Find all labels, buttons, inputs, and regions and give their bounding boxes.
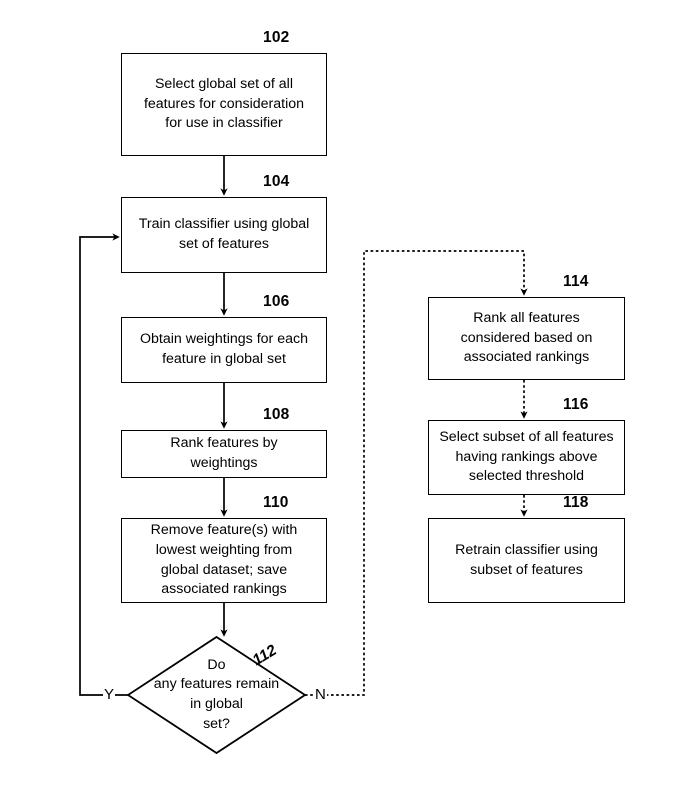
ref-number-116: 116: [563, 396, 589, 413]
process-node-110-label: Remove feature(s) with lowest weighting …: [150, 522, 298, 598]
process-node-118[interactable]: Retrain classifier using subset of featu…: [428, 518, 625, 603]
ref-number-102: 102: [263, 29, 290, 46]
process-node-104[interactable]: Train classifier using global set of fea…: [121, 197, 327, 273]
ref-number-104: 104: [263, 173, 290, 190]
ref-number-110: 110: [263, 494, 289, 511]
branch-label-no: N: [314, 686, 327, 703]
process-node-106[interactable]: Obtain weightings for each feature in gl…: [121, 317, 327, 383]
process-node-116-label: Select subset of all features having ran…: [439, 429, 614, 485]
process-node-116[interactable]: Select subset of all features having ran…: [428, 420, 625, 495]
process-node-118-label: Retrain classifier using subset of featu…: [455, 541, 598, 578]
process-node-108[interactable]: Rank features by weightings: [121, 430, 327, 478]
ref-number-108: 108: [263, 406, 290, 423]
process-node-114-label: Rank all features considered based on as…: [460, 310, 593, 366]
process-node-102-label: Select global set of all features for co…: [143, 76, 305, 132]
process-node-110[interactable]: Remove feature(s) with lowest weighting …: [121, 518, 327, 603]
ref-number-106: 106: [263, 293, 290, 310]
process-node-102[interactable]: Select global set of all features for co…: [121, 53, 327, 156]
ref-number-118: 118: [563, 494, 589, 511]
process-node-104-label: Train classifier using global set of fea…: [138, 216, 310, 252]
ref-number-114: 114: [563, 273, 589, 290]
process-node-108-label: Rank features by weightings: [170, 435, 278, 471]
process-node-106-label: Obtain weightings for each feature in gl…: [140, 331, 308, 367]
process-node-114[interactable]: Rank all features considered based on as…: [428, 297, 625, 380]
branch-label-yes: Y: [103, 686, 116, 703]
